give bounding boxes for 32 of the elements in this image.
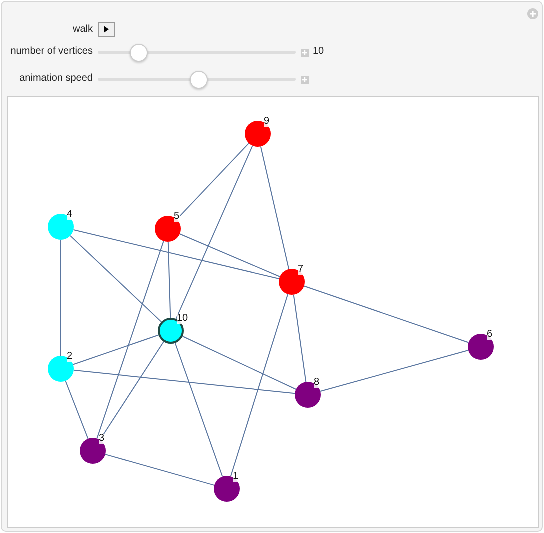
vertex-number: 10 xyxy=(177,314,188,324)
control-label: number of vertices xyxy=(10,46,93,58)
vertex-number: 2 xyxy=(67,352,73,362)
graph-edge xyxy=(73,370,296,394)
graph-edge xyxy=(70,235,162,323)
graph-edge xyxy=(179,234,281,278)
graph-edge xyxy=(65,380,89,440)
vertex-number: 1 xyxy=(233,472,239,482)
graph-edge xyxy=(105,454,215,486)
control-label: animation speed xyxy=(20,73,93,85)
graph-edge xyxy=(320,350,469,392)
control-label: walk xyxy=(72,24,93,36)
graph-edge xyxy=(174,342,224,478)
vertex-number: 6 xyxy=(487,330,493,340)
graph-edge xyxy=(73,230,280,280)
vertex-number: 9 xyxy=(264,117,270,127)
slider-value: 10 xyxy=(313,46,324,58)
vertex-number: 5 xyxy=(174,212,180,222)
graph-edge xyxy=(168,242,172,318)
graph-edge xyxy=(260,146,290,270)
graph-edge xyxy=(60,240,62,356)
graph-edge xyxy=(230,294,289,478)
graph-edge xyxy=(176,145,254,320)
graph-edge xyxy=(72,334,160,366)
graph-edge xyxy=(182,336,297,390)
graph-edge xyxy=(304,286,470,344)
vertex-number: 4 xyxy=(67,210,73,220)
vertex-number: 8 xyxy=(314,378,320,388)
vertex-number: 3 xyxy=(99,434,105,444)
graph-edge xyxy=(96,240,164,440)
graph-edge xyxy=(293,294,307,383)
vertex-number: 7 xyxy=(298,265,304,275)
